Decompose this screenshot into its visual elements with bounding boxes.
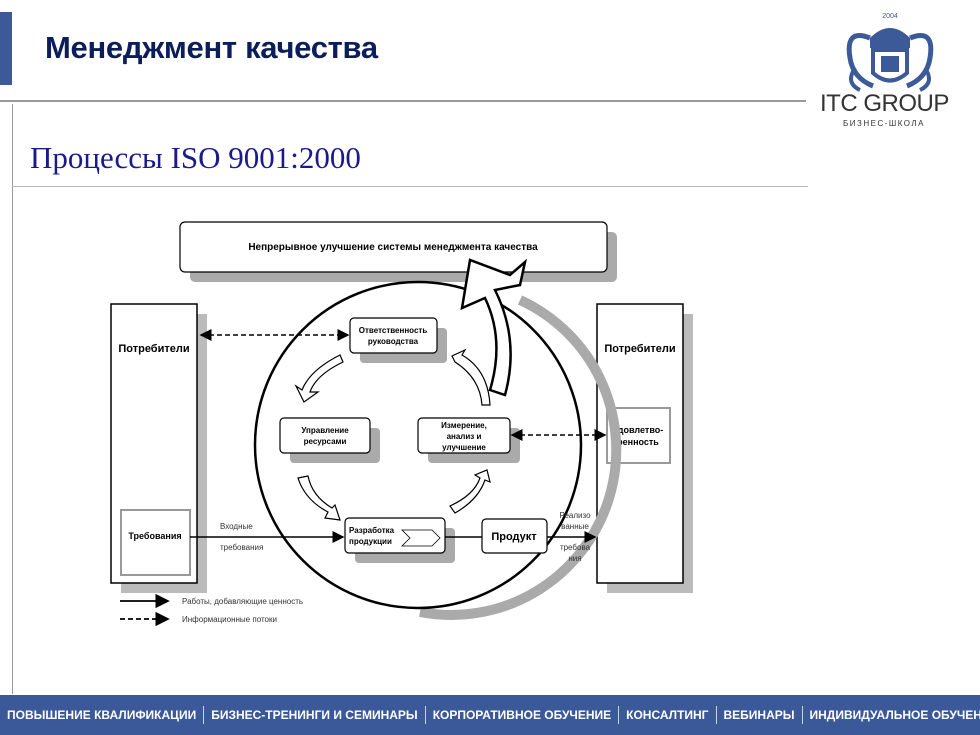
- realization-box: Разработка продукции: [344, 517, 455, 563]
- svg-text:продукции: продукции: [349, 537, 392, 546]
- management-box: Ответственность руководства: [349, 317, 447, 363]
- requirements-box: [120, 509, 191, 576]
- legend-solid-label: Работы, добавляющие ценность: [182, 597, 303, 606]
- footer-nav: ПОВЫШЕНИЕ КВАЛИФИКАЦИИ БИЗНЕС-ТРЕНИНГИ И…: [0, 695, 980, 735]
- svg-text:Управление: Управление: [301, 426, 349, 435]
- svg-text:Разработка: Разработка: [349, 526, 395, 535]
- svg-text:улучшение: улучшение: [442, 443, 486, 452]
- footer-link-qualification[interactable]: ПОВЫШЕНИЕ КВАЛИФИКАЦИИ: [0, 706, 205, 724]
- footer-link-consulting[interactable]: КОНСАЛТИНГ: [619, 706, 717, 724]
- footer-link-individual[interactable]: ИНДИВИДУАЛЬНОЕ ОБУЧЕНИЕ: [809, 708, 980, 722]
- requirements-label: Требования: [128, 531, 181, 541]
- svg-text:Продукт: Продукт: [491, 531, 537, 543]
- product-box: Продукт: [481, 518, 548, 554]
- footer-link-webinars[interactable]: ВЕБИНАРЫ: [717, 706, 803, 724]
- resources-box: Управление ресурсами: [279, 417, 380, 463]
- subtitle-divider: [12, 186, 808, 187]
- cycle-arrow-icon: [451, 348, 491, 406]
- improvement-arrow-icon: [460, 258, 528, 397]
- header-divider: [0, 100, 806, 102]
- logo-crest-icon: 2004: [846, 13, 934, 92]
- header-accent-bar: [0, 12, 12, 85]
- svg-text:Ответственность: Ответственность: [359, 326, 428, 335]
- logo-brand: ITC GROUP: [820, 90, 949, 117]
- page-title: Менеджмент качества: [45, 30, 378, 65]
- cycle-arrow-icon: [297, 475, 341, 521]
- iso-process-diagram: Непрерывное улучшение системы менеджмент…: [110, 221, 693, 627]
- footer-link-trainings[interactable]: БИЗНЕС-ТРЕНИНГИ И СЕМИНАРЫ: [204, 706, 426, 724]
- chevron-process-icon: [401, 529, 441, 547]
- satisfaction-label-2: ренность: [617, 437, 659, 447]
- output-label-4: ния: [568, 554, 581, 563]
- continuous-improvement-box: [179, 221, 608, 273]
- legend-dashed-label: Информационные потоки: [182, 615, 277, 624]
- cycle-arrow-icon: [449, 469, 491, 514]
- input-label-1: Входные: [220, 522, 253, 531]
- svg-text:руководства: руководства: [368, 337, 419, 346]
- measurement-box: Измерение, анализ и улучшение: [417, 417, 520, 463]
- continuous-improvement-label: Непрерывное улучшение системы менеджмент…: [248, 242, 538, 253]
- svg-text:Измерение,: Измерение,: [441, 421, 487, 430]
- output-label-1: Реализо: [559, 511, 591, 520]
- svg-text:анализ и: анализ и: [447, 432, 482, 441]
- input-label-2: требования: [220, 543, 263, 552]
- customers-right-label: Потребители: [604, 343, 675, 355]
- customers-left-label: Потребители: [118, 343, 189, 355]
- output-label-2: ванные: [561, 522, 589, 531]
- satisfaction-label-1: Удовлетво-: [613, 425, 663, 435]
- left-border: [12, 104, 13, 694]
- cycle-arrow-icon: [294, 354, 344, 403]
- footer-link-corporate[interactable]: КОРПОРАТИВНОЕ ОБУЧЕНИЕ: [426, 706, 620, 724]
- output-label-3: требова: [560, 543, 591, 552]
- slide-subtitle: Процессы ISO 9001:2000: [30, 140, 361, 175]
- svg-text:ресурсами: ресурсами: [304, 437, 347, 446]
- svg-text:2004: 2004: [882, 13, 898, 20]
- logo-tagline: БИЗНЕС-ШКОЛА: [843, 119, 926, 128]
